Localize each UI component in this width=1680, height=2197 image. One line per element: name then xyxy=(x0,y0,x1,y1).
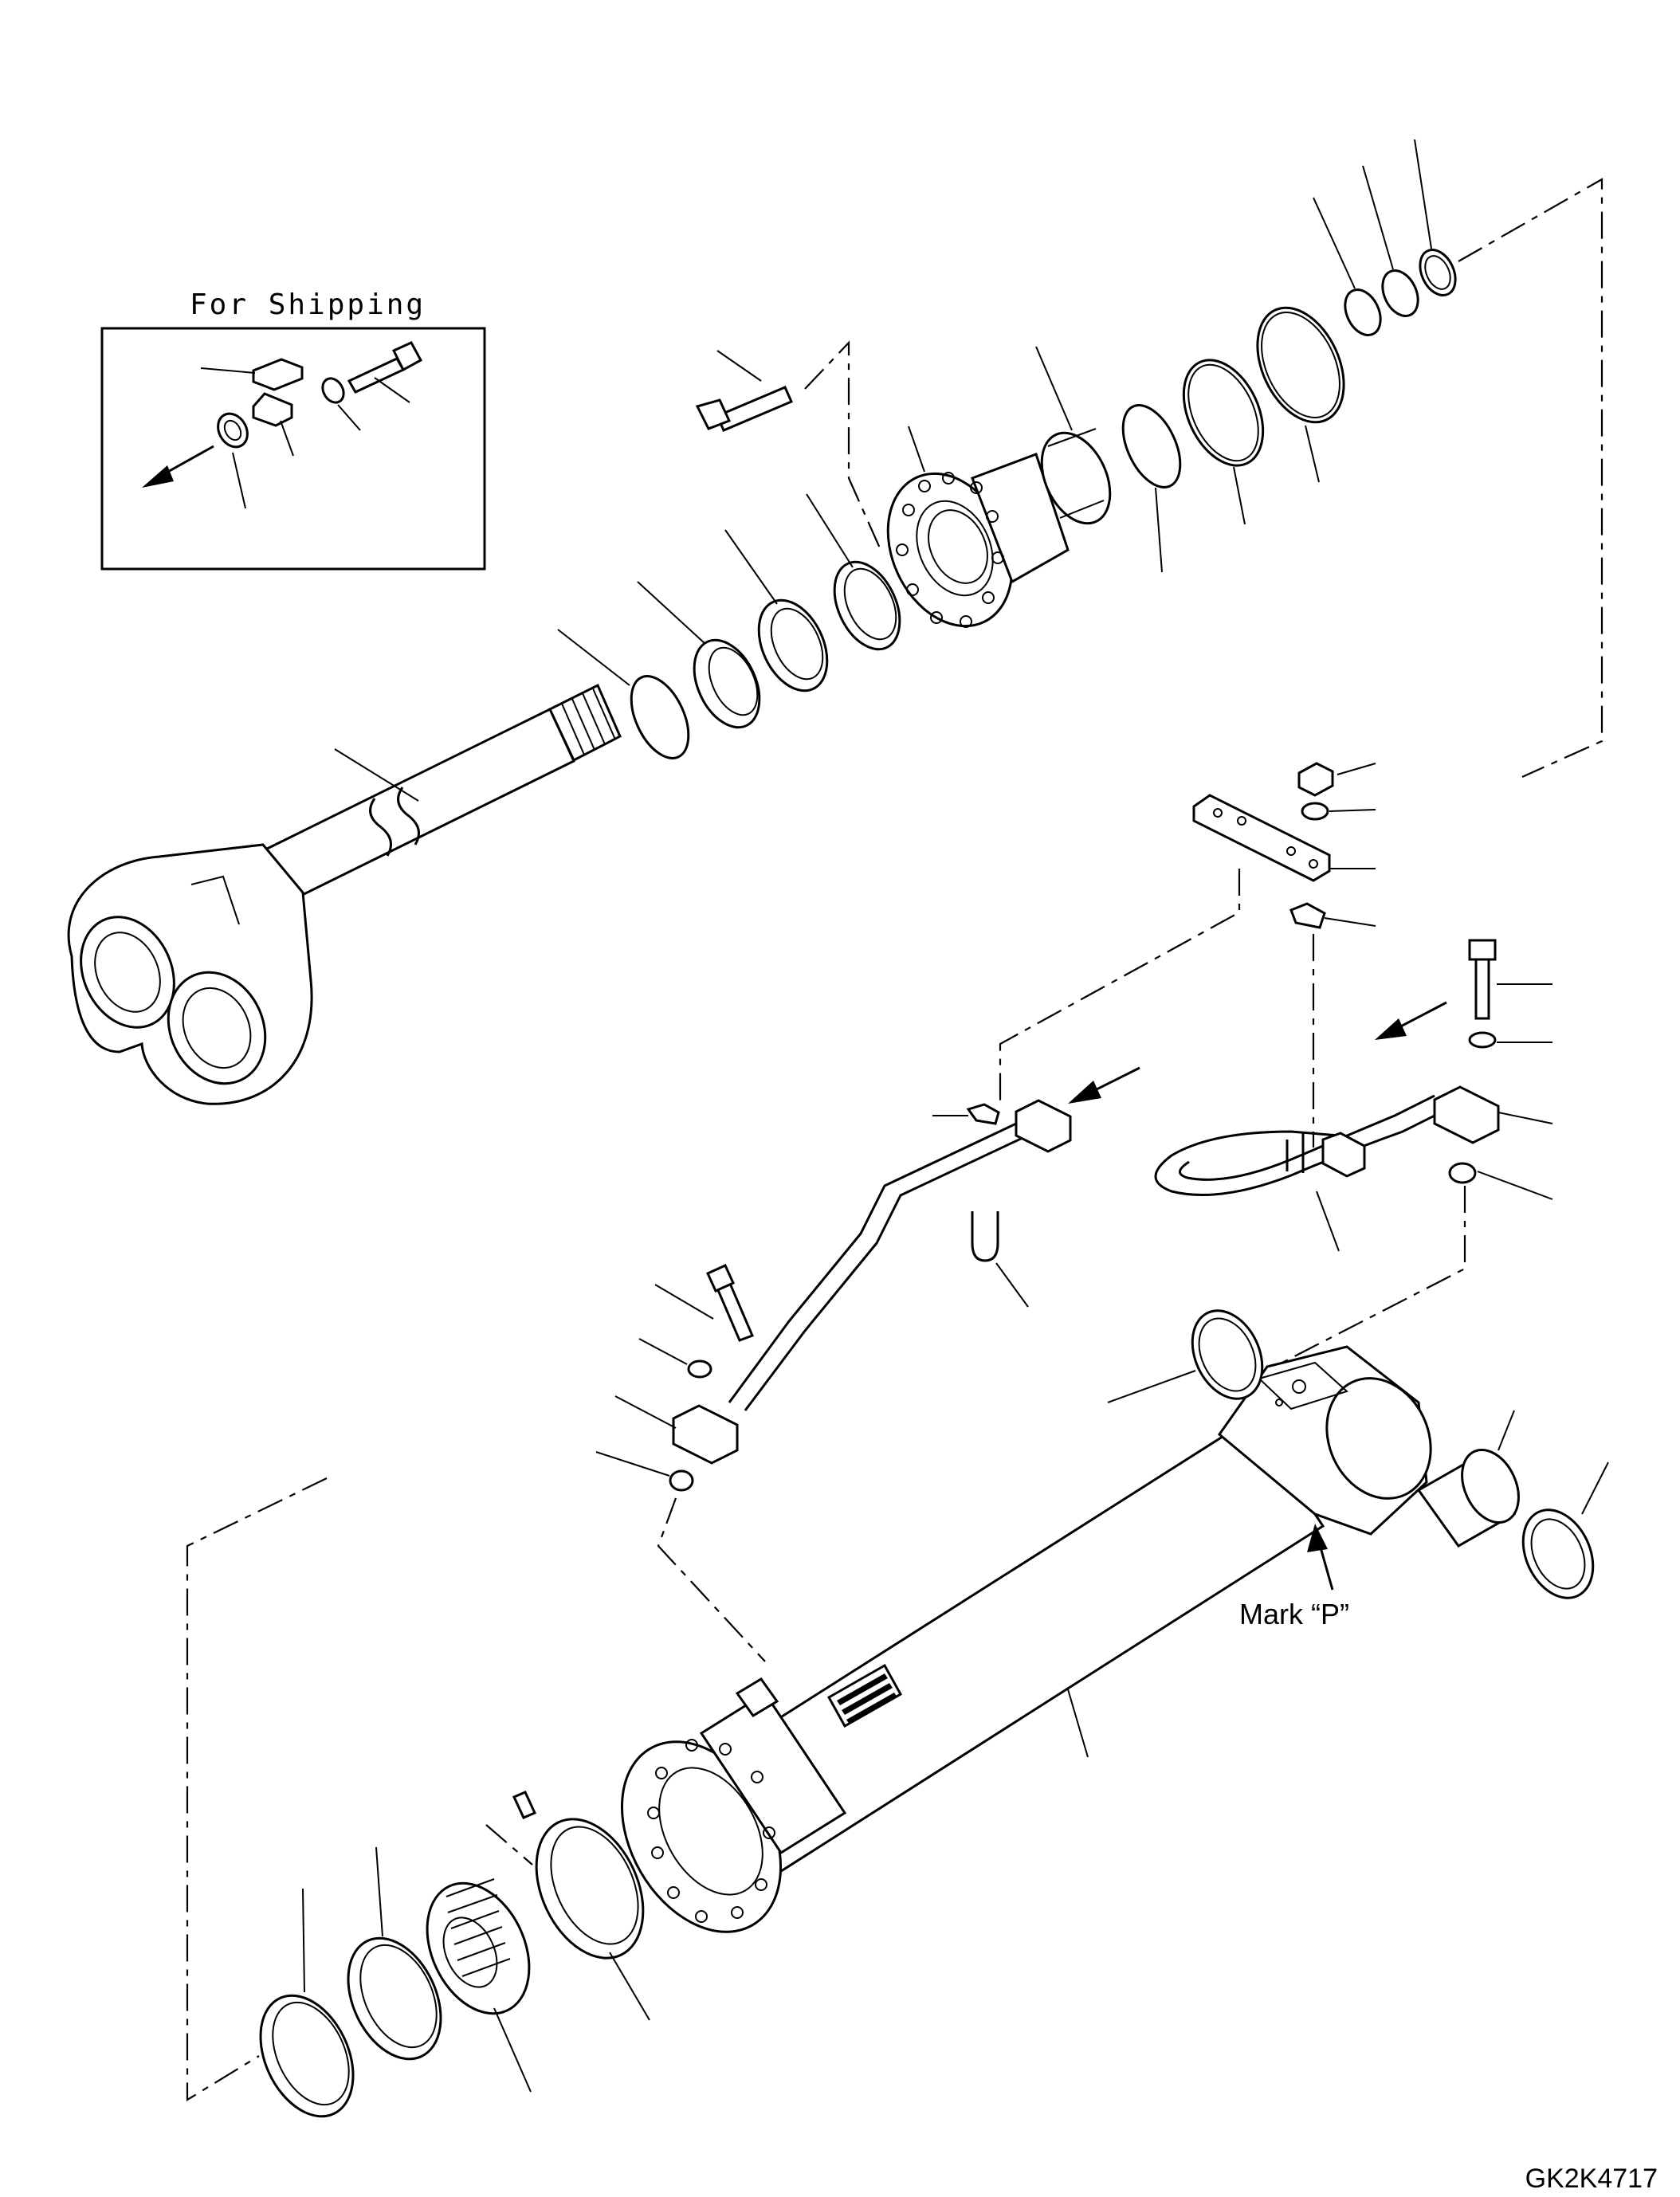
head-outer-seal-group xyxy=(1035,139,1603,779)
pipe-left xyxy=(744,1130,1037,1411)
pipe-right-flange xyxy=(1433,1085,1500,1144)
pipe-left-assembly xyxy=(595,1066,1140,1662)
wiper-ring xyxy=(693,638,761,729)
bottom-dust-seal xyxy=(1521,1508,1595,1599)
arrow-icon xyxy=(1375,1018,1407,1040)
pipe-right-assembly xyxy=(1154,939,1553,1365)
clamp-upper-part xyxy=(252,358,304,391)
small-seal-3 xyxy=(1419,249,1457,296)
nut-part xyxy=(1297,762,1334,797)
piston xyxy=(426,1881,531,2015)
bracket-washer xyxy=(1301,802,1329,821)
pipe-left-flange-top xyxy=(1015,1099,1072,1153)
buffer-ring xyxy=(757,598,829,692)
u-bolt-left xyxy=(971,1211,999,1262)
piston-ring-large xyxy=(535,1818,645,1960)
pipe-left-washer xyxy=(687,1359,712,1379)
clamp-block xyxy=(1289,902,1326,929)
arrow-icon xyxy=(1307,1524,1328,1552)
head-snap-ring xyxy=(1121,404,1182,488)
rod-eye-bore-2 xyxy=(167,971,267,1085)
bottom-seal-ring xyxy=(1191,1309,1264,1400)
caution-label-icon xyxy=(826,1663,903,1728)
piston-rod xyxy=(257,707,575,907)
arrow-icon xyxy=(142,465,174,488)
rod-snap-ring xyxy=(630,675,690,759)
shipping-inset: For Shipping xyxy=(100,288,486,571)
pipe-right-o-ring xyxy=(1448,1162,1477,1184)
cylinder-head xyxy=(695,340,1070,628)
piston-seal-ring xyxy=(259,1994,355,2118)
piston-group xyxy=(186,1477,650,2118)
shipping-inset-title: For Shipping xyxy=(190,288,426,321)
clamp-lower-part xyxy=(252,392,293,427)
pipe-right-clamp xyxy=(1321,1132,1366,1178)
set-screw xyxy=(512,1791,537,1819)
pipe-right-washer xyxy=(1468,1031,1497,1049)
head-bolt xyxy=(716,386,793,432)
pipe-left-flange-bottom xyxy=(672,1404,739,1465)
u-bolt-right xyxy=(1286,1133,1305,1173)
snap-ring-part xyxy=(217,412,249,449)
pipe-right xyxy=(1154,1110,1443,1196)
arrow-icon xyxy=(1068,1081,1101,1104)
pipe-left-clamp xyxy=(966,1103,1000,1125)
piston-rod-assembly xyxy=(67,683,622,1105)
small-seal-1 xyxy=(1344,288,1382,336)
drawing-code: GK2K4717 xyxy=(1525,2164,1658,2194)
washer-part xyxy=(321,377,345,404)
pipe-right-bolt xyxy=(1474,953,1490,1020)
rod-eye-bore-1 xyxy=(80,916,175,1029)
pipe-left-o-ring xyxy=(669,1469,694,1492)
head-o-ring xyxy=(1256,306,1345,424)
rod-thread xyxy=(548,683,622,763)
cylinder-barrel-assembly: Mark “P” xyxy=(620,1309,1609,1933)
small-seal-2 xyxy=(1381,269,1419,317)
shipping-inset-frame xyxy=(100,327,486,571)
bottom-pin-bore xyxy=(1325,1377,1432,1500)
bolt-shank-part xyxy=(347,357,406,394)
head-bushing xyxy=(1040,431,1112,525)
mounting-bracket xyxy=(1192,794,1331,882)
head-backup-ring xyxy=(1182,359,1265,467)
bracket-group xyxy=(999,762,1376,1148)
mark-p-label: Mark “P” xyxy=(1239,1598,1349,1630)
wear-ring xyxy=(347,1936,442,2061)
rod-seal-group xyxy=(557,493,901,759)
bolt-head-part xyxy=(391,341,423,372)
